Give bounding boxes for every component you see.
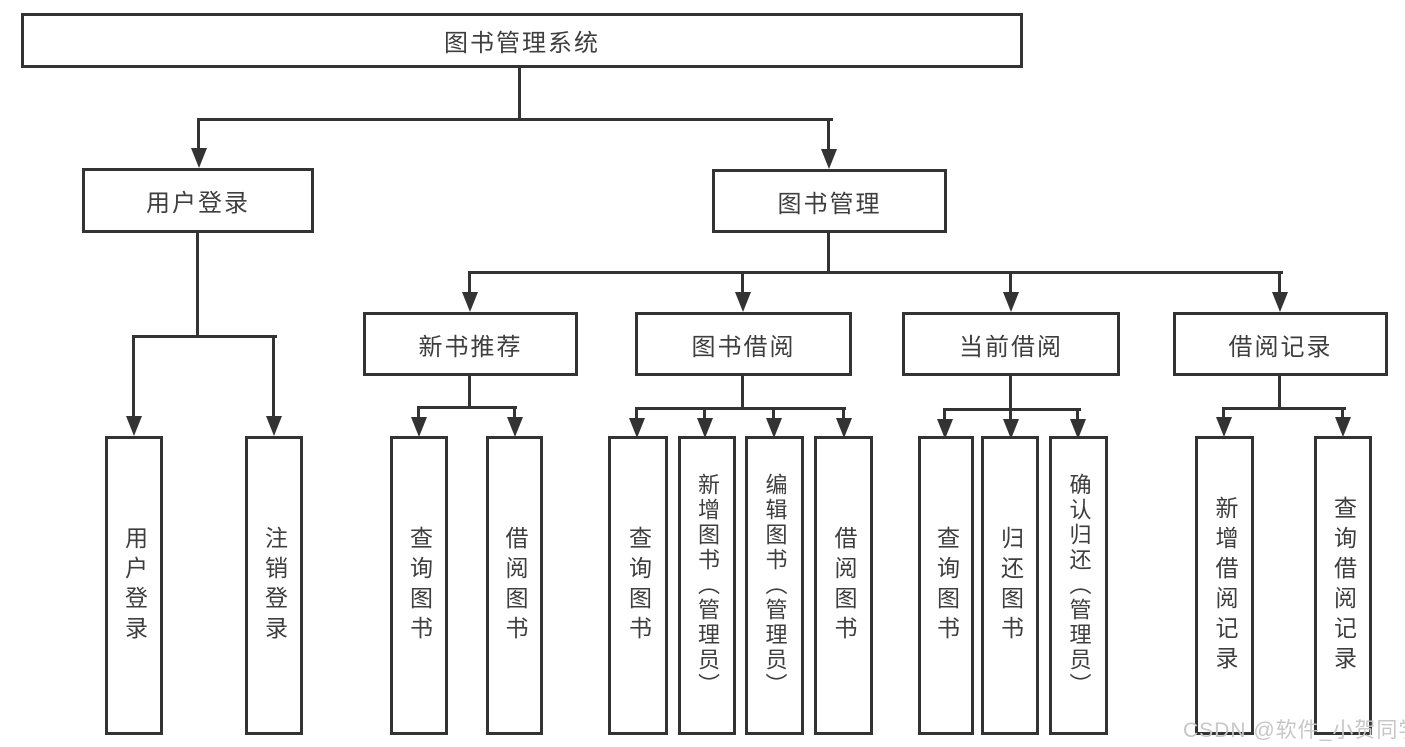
connector-drop-new-book [468,271,471,295]
leaf-br-query-record: 查询借阅记录 [1314,436,1372,735]
arrow-bb-borrow [836,418,852,438]
connector-drop-current-borrow [1009,271,1012,295]
connector-root-trunk [518,68,521,118]
arrow-new-book [462,292,478,312]
connector-drop-user-login [197,118,200,152]
connector-drop-cb-query [943,408,946,422]
leaf-nb-query-book-label: 查询图书 [406,525,433,646]
leaf-bb-borrow-book: 借阅图书 [814,436,873,735]
leaf-nb-borrow-book: 借阅图书 [486,436,543,735]
leaf-user-login: 用户登录 [105,436,163,735]
leaf-logout-label: 注销登录 [261,525,288,646]
node-root-label: 图书管理系统 [444,30,600,57]
connector-user-login-trunk [196,233,199,338]
connector-book-mgmt-split [468,271,1283,274]
leaf-br-add-record: 新增借阅记录 [1195,436,1254,735]
leaf-bb-query-book-label: 查询图书 [625,525,652,646]
connector-drop-br-add [1222,407,1225,420]
leaf-cb-return-book-label: 归还图书 [997,525,1024,646]
node-user-login: 用户登录 [82,168,314,233]
arrow-current-borrow [1003,292,1019,312]
arrow-nb-query [411,417,427,437]
leaf-bb-add-book-admin: 新增图书（管理员） [678,436,736,735]
connector-borrow-record-split [1222,407,1346,410]
connector-book-borrow-trunk [741,376,744,410]
leaf-cb-query-book-label: 查询图书 [933,525,960,646]
csdn-watermark: CSDN @软件_小贺同学 [1183,719,1405,742]
arrow-cb-query [937,419,953,439]
connector-user-login-split [132,335,277,338]
leaf-user-login-label: 用户登录 [121,525,148,646]
node-borrow-record: 借阅记录 [1173,312,1388,376]
connector-drop-bb-add [703,407,706,421]
node-book-mgmt: 图书管理 [712,169,947,233]
leaf-nb-borrow-book-label: 借阅图书 [502,525,528,646]
connector-drop-logout-leaf [272,335,275,419]
arrow-bb-query [629,418,645,438]
arrow-cb-confirm [1070,419,1086,439]
connector-drop-book-mgmt [827,118,830,152]
connector-borrow-record-trunk [1278,376,1281,410]
leaf-nb-query-book: 查询图书 [390,436,448,735]
arrow-cb-return [1003,419,1019,439]
node-current-borrow: 当前借阅 [902,312,1120,376]
node-book-borrow-label: 图书借阅 [691,333,796,361]
connector-drop-bb-borrow [842,407,845,421]
arrow-bb-add [697,418,713,438]
arrow-logout-leaf [266,416,282,436]
connector-drop-bb-edit [772,407,775,421]
leaf-br-query-record-label: 查询借阅记录 [1330,495,1357,676]
connector-book-borrow-split [635,407,846,410]
connector-drop-nb-query [417,406,420,420]
connector-current-borrow-trunk [1009,376,1012,411]
leaf-bb-add-book-admin-label: 新增图书（管理员） [695,473,720,698]
node-new-book: 新书推荐 [363,312,578,376]
leaf-bb-edit-book-admin-label: 编辑图书（管理员） [762,473,788,698]
connector-drop-cb-return [1009,408,1012,422]
arrow-borrow-record [1272,292,1288,312]
leaf-cb-query-book: 查询图书 [918,436,974,735]
connector-root-split [197,118,833,121]
connector-drop-borrow-record [1278,271,1281,295]
connector-drop-cb-confirm [1076,408,1079,422]
arrow-br-query [1335,417,1351,437]
connector-new-book-split [417,406,517,409]
node-new-book-label: 新书推荐 [418,333,523,361]
arrow-bb-edit [766,418,782,438]
leaf-cb-confirm-return-admin-label: 确认归还（管理员） [1066,473,1092,698]
connector-drop-user-login-leaf [132,335,135,419]
connector-drop-book-borrow [741,271,744,295]
leaf-bb-borrow-book-label: 借阅图书 [831,525,857,646]
leaf-cb-return-book: 归还图书 [981,436,1039,735]
connector-drop-bb-query [635,407,638,421]
leaf-br-add-record-label: 新增借阅记录 [1212,495,1238,676]
arrow-user-login-leaf [126,416,142,436]
arrow-br-add [1216,417,1232,437]
node-current-borrow-label: 当前借阅 [959,333,1063,361]
arrow-nb-borrow [507,417,523,437]
leaf-cb-confirm-return-admin: 确认归还（管理员） [1049,436,1108,735]
node-book-mgmt-label: 图书管理 [777,190,882,218]
connector-new-book-trunk [468,376,471,409]
arrow-book-borrow [735,292,751,312]
node-book-borrow: 图书借阅 [635,312,852,376]
arrow-user-login [191,148,207,168]
connector-current-borrow-split [943,408,1081,411]
connector-drop-br-query [1341,407,1344,420]
leaf-bb-edit-book-admin: 编辑图书（管理员） [745,436,804,735]
node-user-login-label: 用户登录 [146,190,250,217]
leaf-bb-query-book: 查询图书 [608,436,668,735]
node-borrow-record-label: 借阅记录 [1228,333,1333,361]
connector-book-mgmt-trunk [827,233,830,274]
arrow-book-mgmt [821,149,837,169]
leaf-logout: 注销登录 [245,436,303,735]
connector-drop-nb-borrow [513,406,516,420]
node-root: 图书管理系统 [21,13,1023,68]
